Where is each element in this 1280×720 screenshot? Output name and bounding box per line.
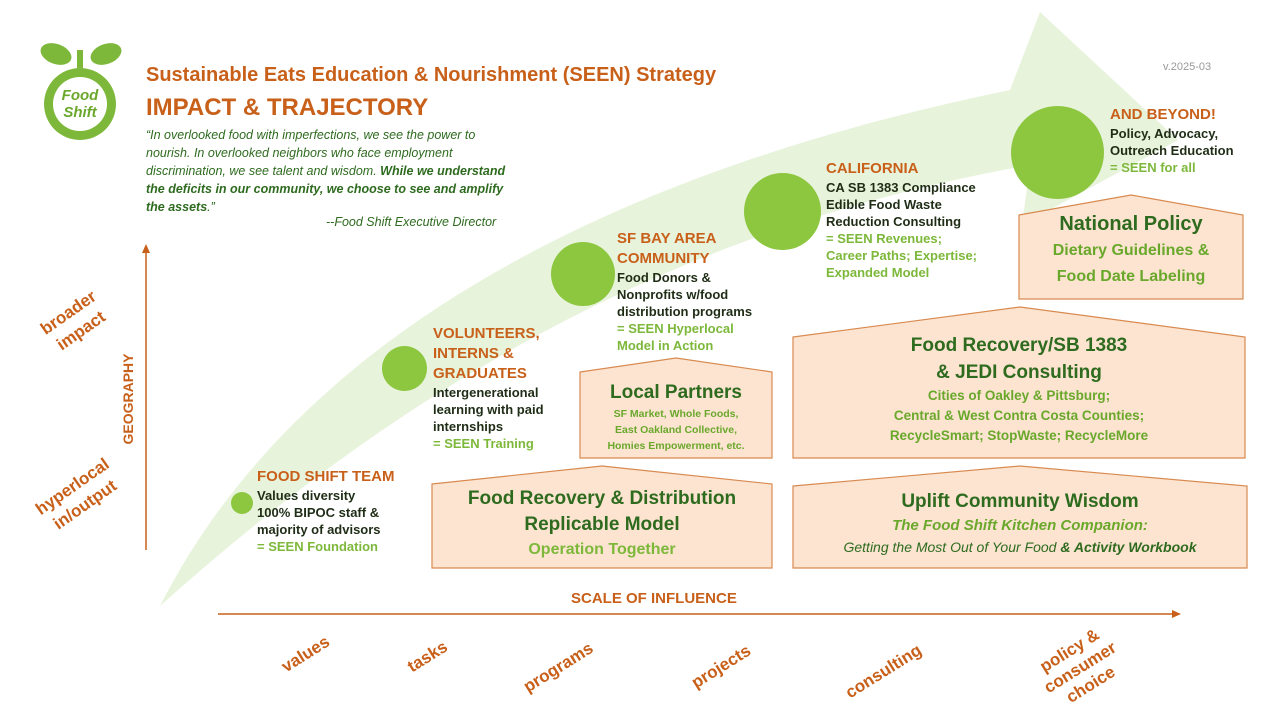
policy-box: National Policy Dietary Guidelines & Foo…	[1019, 211, 1243, 290]
stage-bay-area: SF BAY AREA COMMUNITY Food Donors & Nonp…	[617, 229, 777, 354]
stage-seen: = SEEN for all	[1110, 160, 1196, 175]
box-description-bold: & Activity Workbook	[1056, 539, 1197, 555]
stage-heading: SF BAY AREA COMMUNITY	[617, 230, 717, 267]
uplift-box-shape	[792, 465, 1248, 569]
svg-text:Food: Food	[62, 87, 99, 104]
box-subtitle: Dietary Guidelines &	[1052, 242, 1210, 259]
stage-seen: = SEEN Foundation	[257, 539, 378, 554]
box-title: Food Recovery & Distribution	[467, 488, 737, 509]
box-title: Uplift Community Wisdom	[901, 491, 1139, 512]
stage-body: Values diversity 100% BIPOC staff & majo…	[257, 488, 381, 537]
stage-heading: FOOD SHIFT TEAM	[257, 468, 395, 485]
box-title: National Policy	[1059, 213, 1203, 235]
box-subtitle: Operation Together	[528, 541, 676, 558]
stage-circle-bay-area	[551, 242, 615, 306]
food-shift-logo: Food Shift	[36, 40, 126, 145]
stage-body: CA SB 1383 Compliance Edible Food Waste …	[826, 180, 976, 229]
stage-volunteers: VOLUNTEERS, INTERNS & GRADUATES Intergen…	[433, 324, 583, 452]
stage-heading: VOLUNTEERS, INTERNS & GRADUATES	[433, 325, 540, 382]
stage-heading: CALIFORNIA	[826, 160, 919, 177]
food-recovery-box-shape	[431, 465, 773, 569]
box-subtitle: The Food Shift Kitchen Companion:	[892, 517, 1148, 534]
box-subtitle: SF Market, Whole Foods, East Oakland Col…	[607, 408, 745, 452]
box-title: & JEDI Consulting	[936, 362, 1102, 383]
quote-attribution: --Food Shift Executive Director	[326, 215, 497, 229]
stage-seen: = SEEN Hyperlocal Model in Action	[617, 321, 734, 353]
box-title: Replicable Model	[524, 514, 680, 535]
page-subtitle: IMPACT & TRAJECTORY	[146, 94, 429, 121]
x-axis-title: SCALE OF INFLUENCE	[571, 590, 737, 607]
uplift-box: Uplift Community Wisdom The Food Shift K…	[793, 489, 1247, 557]
consulting-box: Food Recovery/SB 1383 & JEDI Consulting …	[793, 332, 1245, 446]
stage-beyond: AND BEYOND! Policy, Advocacy, Outreach E…	[1110, 105, 1270, 176]
stage-circle-team	[231, 492, 253, 514]
local-partners-box-shape	[579, 357, 773, 459]
box-description: Getting the Most Out of Your Food & Acti…	[793, 537, 1247, 557]
local-partners-box: Local Partners SF Market, Whole Foods, E…	[580, 380, 772, 454]
stage-circle-beyond	[1011, 106, 1104, 199]
stage-circle-volunteers	[382, 346, 427, 391]
stage-body: Intergenerational learning with paid int…	[433, 385, 544, 434]
y-axis-arrowhead	[142, 244, 150, 253]
box-description-text: Getting the Most Out of Your Food	[843, 539, 1057, 555]
x-axis-arrowhead	[1172, 610, 1181, 618]
box-title: Local Partners	[610, 382, 742, 403]
stage-team: FOOD SHIFT TEAM Values diversity 100% BI…	[257, 467, 427, 555]
quote-end: .”	[207, 200, 215, 214]
policy-box-shape	[1018, 194, 1244, 300]
svg-text:Shift: Shift	[63, 104, 97, 121]
box-subtitle: Cities of Oakley & Pittsburg; Central & …	[889, 388, 1149, 443]
stage-body: Policy, Advocacy, Outreach Education	[1110, 126, 1234, 158]
stage-california: CALIFORNIA CA SB 1383 Compliance Edible …	[826, 159, 1006, 281]
strategy-title: Sustainable Eats Education & Nourishment…	[146, 64, 717, 86]
stage-seen: = SEEN Revenues; Career Paths; Expertise…	[826, 231, 978, 280]
box-title: Food Recovery/SB 1383	[910, 335, 1128, 356]
stage-circle-california	[744, 173, 821, 250]
box-subtitle: Food Date Labeling	[1056, 268, 1206, 285]
y-axis-title: GEOGRAPHY	[120, 353, 136, 445]
quote-bold: While we understand the deficits in our …	[146, 164, 506, 214]
consulting-box-shape	[792, 306, 1246, 459]
food-recovery-box: Food Recovery & Distribution Replicable …	[432, 486, 772, 562]
mission-quote: “In overlooked food with imperfections, …	[146, 126, 511, 216]
quote-text: “In overlooked food with imperfections, …	[146, 128, 476, 178]
stage-seen: = SEEN Training	[433, 436, 534, 451]
stage-heading: AND BEYOND!	[1110, 106, 1216, 123]
stage-body: Food Donors & Nonprofits w/food distribu…	[617, 270, 753, 319]
version-label: v.2025-03	[1163, 61, 1212, 73]
